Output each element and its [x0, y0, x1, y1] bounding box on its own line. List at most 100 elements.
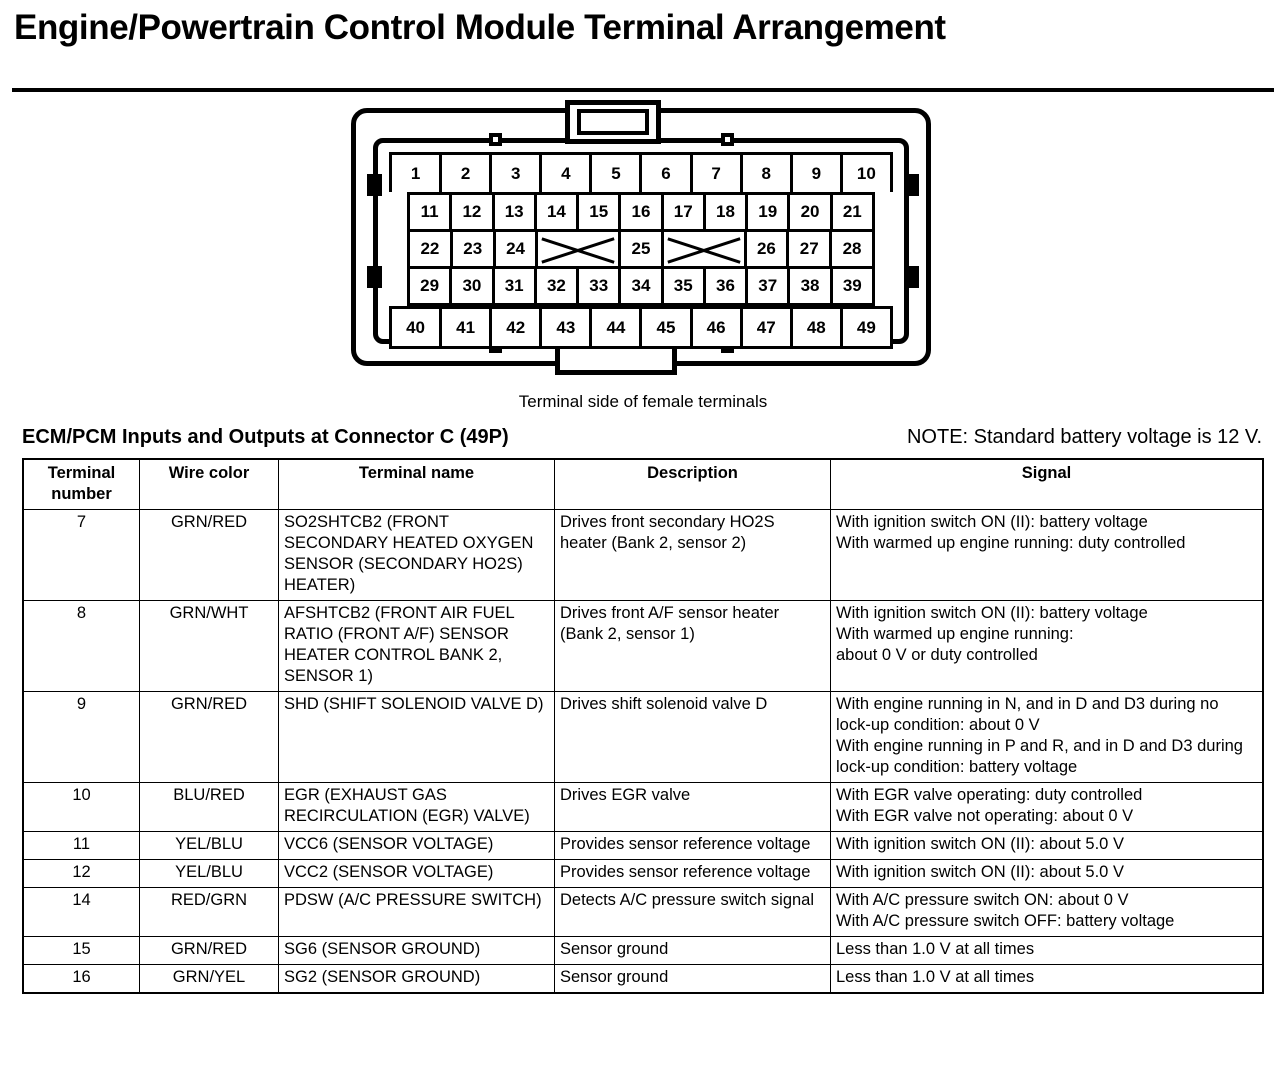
pin-assignment-table: Terminal number Wire color Terminal name…: [22, 458, 1264, 994]
cell-wire-color: YEL/BLU: [139, 831, 279, 860]
cell-terminal-name: PDSW (A/C PRESSURE SWITCH): [278, 887, 555, 937]
cell-description: Drives EGR valve: [554, 782, 831, 832]
connector-pin: 8: [742, 155, 793, 192]
table-row: 15 GRN/RED SG6 (SENSOR GROUND) Sensor gr…: [22, 936, 1264, 965]
cell-signal: With ignition switch ON (II): about 5.0 …: [830, 859, 1264, 888]
connector-pin: 47: [742, 309, 793, 346]
connector-pin: 31: [494, 269, 537, 303]
connector-pin: 6: [642, 155, 693, 192]
cell-signal: Less than 1.0 V at all times: [830, 964, 1264, 994]
cell-description: Provides sensor reference voltage: [554, 859, 831, 888]
cell-description: Sensor ground: [554, 936, 831, 965]
connector-pin-matrix: 1 2 3 4 5 6 7 8 9 10 11 12 13 14 15 16 1…: [389, 152, 893, 349]
cell-description: Drives shift solenoid valve D: [554, 691, 831, 783]
connector-pin: 17: [663, 195, 706, 229]
connector-pin: 27: [789, 232, 833, 266]
cell-description: Provides sensor reference voltage: [554, 831, 831, 860]
connector-pin-blank: [663, 232, 747, 266]
connector-pin: 10: [842, 155, 890, 192]
connector-pin: 5: [592, 155, 643, 192]
table-row: 11 YEL/BLU VCC6 (SENSOR VOLTAGE) Provide…: [22, 831, 1264, 860]
connector-pin: 49: [842, 309, 890, 346]
connector-pin: 26: [746, 232, 790, 266]
connector-pin-row-5: 40 41 42 43 44 45 46 47 48 49: [389, 306, 893, 349]
connector-pin: 30: [452, 269, 495, 303]
connector-lock-bump-right-upper: [904, 174, 919, 196]
cell-terminal-number: 14: [22, 887, 140, 937]
column-header-signal: Signal: [830, 458, 1264, 510]
cell-terminal-number: 10: [22, 782, 140, 832]
column-header-description: Description: [554, 458, 831, 510]
connector-pin: 48: [792, 309, 843, 346]
column-header-terminal-name: Terminal name: [278, 458, 555, 510]
connector-pin: 18: [705, 195, 749, 229]
connector-pin: 25: [621, 232, 664, 266]
cell-terminal-name: SG6 (SENSOR GROUND): [278, 936, 555, 965]
diagram-caption: Terminal side of female terminals: [518, 392, 768, 411]
cell-wire-color: GRN/RED: [139, 691, 279, 783]
connector-pin: 41: [442, 309, 493, 346]
connector-pin: 19: [748, 195, 791, 229]
cell-wire-color: RED/GRN: [139, 887, 279, 937]
cell-wire-color: YEL/BLU: [139, 859, 279, 888]
connector-pin: 46: [692, 309, 743, 346]
cell-signal: With EGR valve operating: duty controlle…: [830, 782, 1264, 832]
column-header-wire-color: Wire color: [139, 458, 279, 510]
cell-terminal-number: 8: [22, 600, 140, 692]
connector-pin: 40: [392, 309, 443, 346]
connector-pin: 28: [832, 232, 872, 266]
cell-wire-color: GRN/RED: [139, 936, 279, 965]
connector-pin: 15: [579, 195, 622, 229]
connector-pin: 45: [642, 309, 693, 346]
connector-pin: 16: [621, 195, 664, 229]
connector-pin: 12: [452, 195, 495, 229]
connector-pin-row-1: 1 2 3 4 5 6 7 8 9 10: [389, 152, 893, 192]
section-heading-row: ECM/PCM Inputs and Outputs at Connector …: [22, 426, 1264, 449]
connector-pin: 29: [410, 269, 453, 303]
table-row: 7 GRN/RED SO2SHTCB2 (FRONT SECONDARY HEA…: [22, 509, 1264, 601]
section-note: NOTE: Standard battery voltage is 12 V.: [906, 426, 1262, 448]
table-row: 9 GRN/RED SHD (SHIFT SOLENOID VALVE D) D…: [22, 691, 1264, 783]
cell-description: Detects A/C pressure switch signal: [554, 887, 831, 937]
connector-lock-bump-left-upper: [367, 174, 382, 196]
connector-pin: 1: [392, 155, 443, 192]
cell-description: Drives front A/F sensor heater (Bank 2, …: [554, 600, 831, 692]
cell-wire-color: GRN/WHT: [139, 600, 279, 692]
connector-pin: 13: [494, 195, 537, 229]
section-title: ECM/PCM Inputs and Outputs at Connector …: [22, 426, 509, 448]
connector-pin-blank: [538, 232, 622, 266]
cell-terminal-number: 15: [22, 936, 140, 965]
connector-pin: 34: [621, 269, 664, 303]
cell-terminal-number: 7: [22, 509, 140, 601]
cell-terminal-name: VCC6 (SENSOR VOLTAGE): [278, 831, 555, 860]
connector-pin: 37: [748, 269, 791, 303]
table-row: 10 BLU/RED EGR (EXHAUST GAS RECIRCULATIO…: [22, 782, 1264, 832]
cell-signal: With ignition switch ON (II): battery vo…: [830, 600, 1264, 692]
connector-notch-top-left: [489, 133, 502, 146]
cell-terminal-number: 9: [22, 691, 140, 783]
table-header: Terminal number Wire color Terminal name…: [22, 458, 1264, 510]
table-row: 12 YEL/BLU VCC2 (SENSOR VOLTAGE) Provide…: [22, 859, 1264, 888]
cell-signal: Less than 1.0 V at all times: [830, 936, 1264, 965]
connector-pin: 35: [663, 269, 706, 303]
page-title: Engine/Powertrain Control Module Termina…: [14, 8, 946, 47]
connector-pin: 14: [536, 195, 580, 229]
cell-terminal-number: 16: [22, 964, 140, 994]
cell-terminal-name: VCC2 (SENSOR VOLTAGE): [278, 859, 555, 888]
cell-terminal-name: AFSHTCB2 (FRONT AIR FUEL RATIO (FRONT A/…: [278, 600, 555, 692]
cell-wire-color: BLU/RED: [139, 782, 279, 832]
connector-pin: 39: [832, 269, 872, 303]
connector-pin: 42: [492, 309, 543, 346]
table-row: 14 RED/GRN PDSW (A/C PRESSURE SWITCH) De…: [22, 887, 1264, 937]
cell-wire-color: GRN/YEL: [139, 964, 279, 994]
cell-signal: With ignition switch ON (II): about 5.0 …: [830, 831, 1264, 860]
connector-pin-row-2: 11 12 13 14 15 16 17 18 19 20 21: [407, 192, 875, 229]
connector-lock-bump-left-lower: [367, 266, 382, 288]
connector-pin: 22: [410, 232, 453, 266]
table-row: 16 GRN/YEL SG2 (SENSOR GROUND) Sensor gr…: [22, 964, 1264, 994]
connector-pin: 38: [790, 269, 833, 303]
connector-diagram: 1 2 3 4 5 6 7 8 9 10 11 12 13 14 15 16 1…: [343, 100, 943, 385]
connector-pin: 7: [692, 155, 743, 192]
connector-notch-top-right: [721, 133, 734, 146]
title-divider: [12, 88, 1274, 92]
